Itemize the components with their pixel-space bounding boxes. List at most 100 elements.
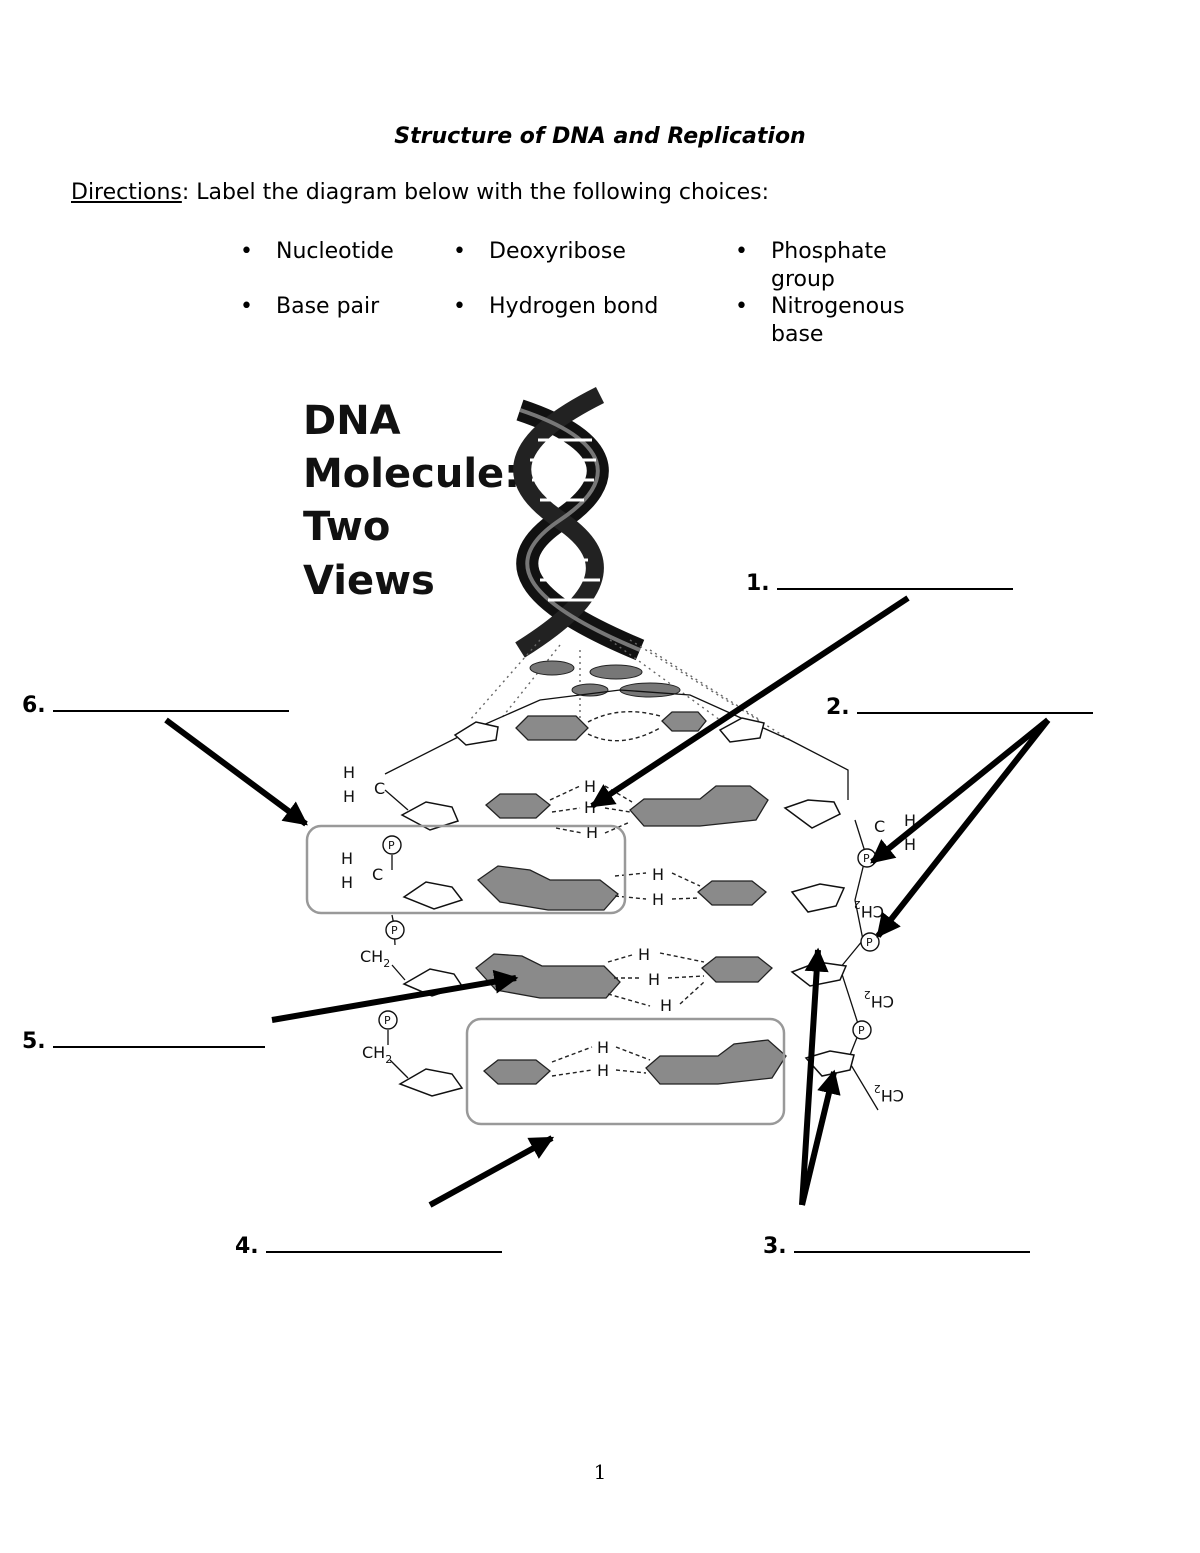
phosphate-icon: P <box>378 1010 398 1030</box>
phosphate-icon: P <box>852 1020 872 1040</box>
directions-text: : Label the diagram below with the follo… <box>181 180 770 205</box>
bullet: • <box>453 239 466 264</box>
h-label: H <box>341 873 353 892</box>
h-label: H <box>341 849 353 868</box>
base-icon <box>661 711 707 732</box>
h-label: H <box>652 890 664 909</box>
bullet: • <box>735 294 748 319</box>
blank-4: 4. <box>235 1233 503 1259</box>
answer-line-5[interactable] <box>53 1028 266 1048</box>
bullet: • <box>240 294 253 319</box>
heading-line-3: Two <box>303 504 390 550</box>
sugar-icon <box>718 717 765 743</box>
h-label: H <box>648 970 660 989</box>
hydrogen-labels: H H H H H H H H H H <box>584 777 672 1080</box>
h-label: H <box>586 823 598 842</box>
answer-line-2[interactable] <box>857 694 1094 714</box>
blank-2: 2. <box>826 694 1094 720</box>
answer-line-4[interactable] <box>266 1233 503 1253</box>
answer-line-1[interactable] <box>777 570 1014 590</box>
heading-line-1: DNA <box>303 398 401 444</box>
choice-nitrogenous-base: • Nitrogenous base <box>735 293 921 349</box>
blank-3: 3. <box>763 1233 1031 1259</box>
choice-text: Nucleotide <box>276 239 394 264</box>
h-label: H <box>597 1061 609 1080</box>
hydrogen-bonds <box>549 711 705 1077</box>
heading-line-4: Views <box>303 558 435 604</box>
base-icon <box>697 880 767 906</box>
answer-line-3[interactable] <box>794 1233 1031 1253</box>
svg-text:P: P <box>384 1014 391 1027</box>
phosphate-groups: P P P P P P <box>378 835 880 1040</box>
svg-text:P: P <box>866 936 873 949</box>
choice-text: Deoxyribose <box>489 239 626 264</box>
blank-number: 2. <box>826 695 850 720</box>
bullet: • <box>735 239 748 264</box>
h-label: H <box>597 1038 609 1057</box>
answer-line-6[interactable] <box>53 692 290 712</box>
arrow-4 <box>428 1135 555 1208</box>
sugar-icon <box>783 799 842 829</box>
choice-base-pair: •Base pair <box>240 293 379 321</box>
arrow-1 <box>589 595 910 809</box>
arrow-3b <box>799 1069 841 1206</box>
h-label: H <box>584 777 596 796</box>
h-label: H <box>904 835 916 854</box>
phosphate-icon: P <box>860 932 880 952</box>
choice-phosphate-group: •Phosphate group <box>735 238 911 294</box>
base-icon <box>629 785 769 827</box>
svg-text:P: P <box>863 852 870 865</box>
blank-number: 1. <box>746 571 770 596</box>
h-label: H <box>660 996 672 1015</box>
phosphate-icon: P <box>382 835 402 855</box>
blank-5: 5. <box>22 1028 266 1054</box>
arrow-2a <box>870 717 1050 865</box>
worksheet-title: Structure of DNA and Replication <box>394 124 806 149</box>
ch2-label: CH2 <box>360 947 390 970</box>
base-pair-box <box>465 1017 786 1126</box>
bullet: • <box>453 294 466 319</box>
nucleotide-box <box>305 824 627 915</box>
blank-6: 6. <box>22 692 290 718</box>
sugar-icon <box>398 1068 464 1097</box>
phosphate-icon: P <box>385 920 405 940</box>
blank-number: 5. <box>22 1029 46 1054</box>
base-icon <box>701 956 773 983</box>
ch2-label: CH2 <box>864 988 894 1011</box>
base-icon <box>476 865 619 911</box>
ch2-label: CH2 <box>362 1043 392 1066</box>
choice-hydrogen-bond: • Hydrogen bond <box>453 293 659 321</box>
page-number: 1 <box>593 1460 607 1484</box>
svg-text:P: P <box>858 1024 865 1037</box>
blank-1: 1. <box>746 570 1014 596</box>
arrow-3a <box>799 947 829 1206</box>
choice-text: Nitrogenous base <box>771 294 905 347</box>
blank-number: 3. <box>763 1234 787 1259</box>
choice-deoxyribose: • Deoxyribose <box>453 238 626 266</box>
directions-label: Directions <box>71 180 182 205</box>
h-label: H <box>343 763 355 782</box>
base-icon <box>483 1059 551 1085</box>
bullet: • <box>240 239 253 264</box>
arrow-2b <box>875 718 1051 938</box>
sugar-icon <box>402 881 464 910</box>
label-arrows <box>164 595 1051 1208</box>
arrow-5 <box>271 969 519 1023</box>
choice-text: Hydrogen bond <box>489 294 659 319</box>
sugar-icon <box>790 883 846 913</box>
h-label: H <box>343 787 355 806</box>
base-icon <box>515 715 589 741</box>
h-label: H <box>652 865 664 884</box>
choice-nucleotide: • Nucleotide <box>240 238 394 266</box>
double-helix-icon <box>469 386 791 741</box>
sugar-icon <box>400 801 460 831</box>
blank-number: 4. <box>235 1234 259 1259</box>
directions: Directions: Label the diagram below with… <box>71 180 769 205</box>
sugar-icon <box>453 721 499 746</box>
c-label: C <box>372 865 383 884</box>
svg-text:P: P <box>388 839 395 852</box>
svg-text:P: P <box>391 924 398 937</box>
ch2-label: CH2 <box>874 1082 904 1105</box>
base-icon <box>645 1039 787 1085</box>
